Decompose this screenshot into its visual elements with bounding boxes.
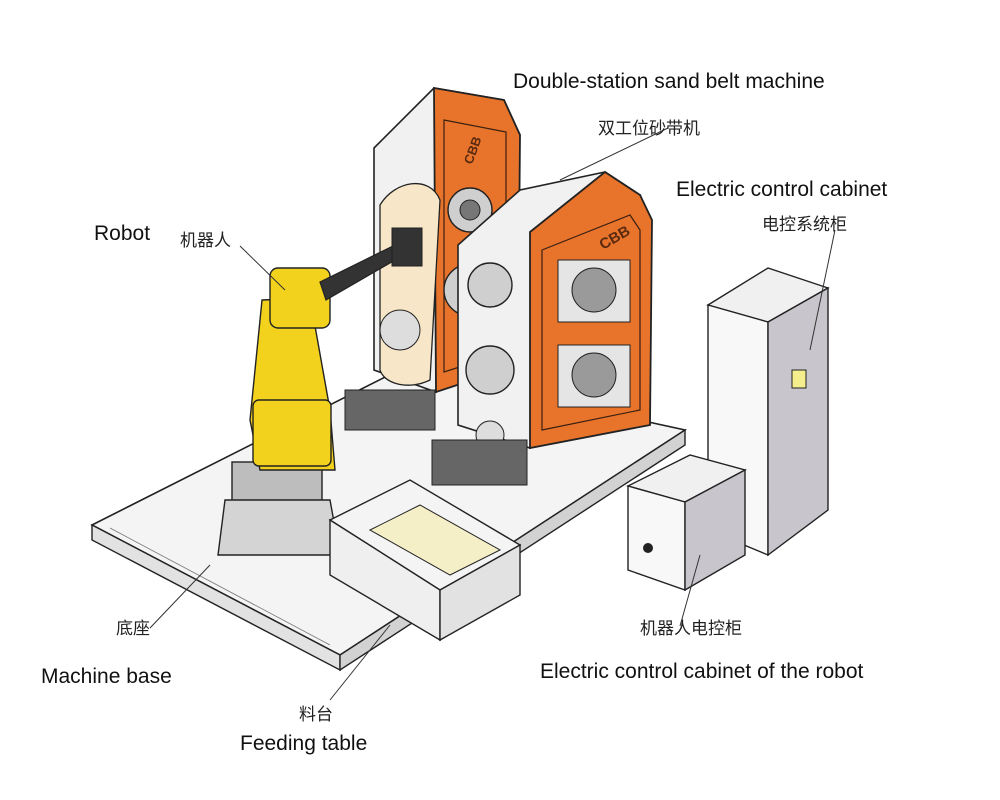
label-sand-belt-cn: 双工位砂带机 (598, 119, 700, 139)
label-base-cn: 底座 (116, 619, 150, 639)
sand-belt-machine-right: CBB (431, 170, 653, 486)
label-sand-belt-en: Double-station sand belt machine (513, 70, 825, 93)
label-base-en: Machine base (41, 665, 172, 688)
feeding-table (328, 479, 522, 642)
label-robot-cabinet-en: Electric control cabinet of the robot (540, 660, 864, 683)
label-feed-cn: 料台 (299, 705, 333, 725)
robot-arm (217, 227, 423, 556)
label-robot-cabinet-cn: 机器人电控柜 (640, 619, 742, 639)
label-cabinet-cn: 电控系统柜 (762, 215, 847, 235)
label-robot-en: Robot (94, 222, 150, 245)
robot-control-cabinet (626, 454, 747, 592)
label-robot-cn: 机器人 (180, 231, 231, 251)
label-feed-en: Feeding table (240, 732, 367, 755)
label-cabinet-en: Electric control cabinet (676, 178, 887, 201)
leader-lines (149, 127, 836, 701)
